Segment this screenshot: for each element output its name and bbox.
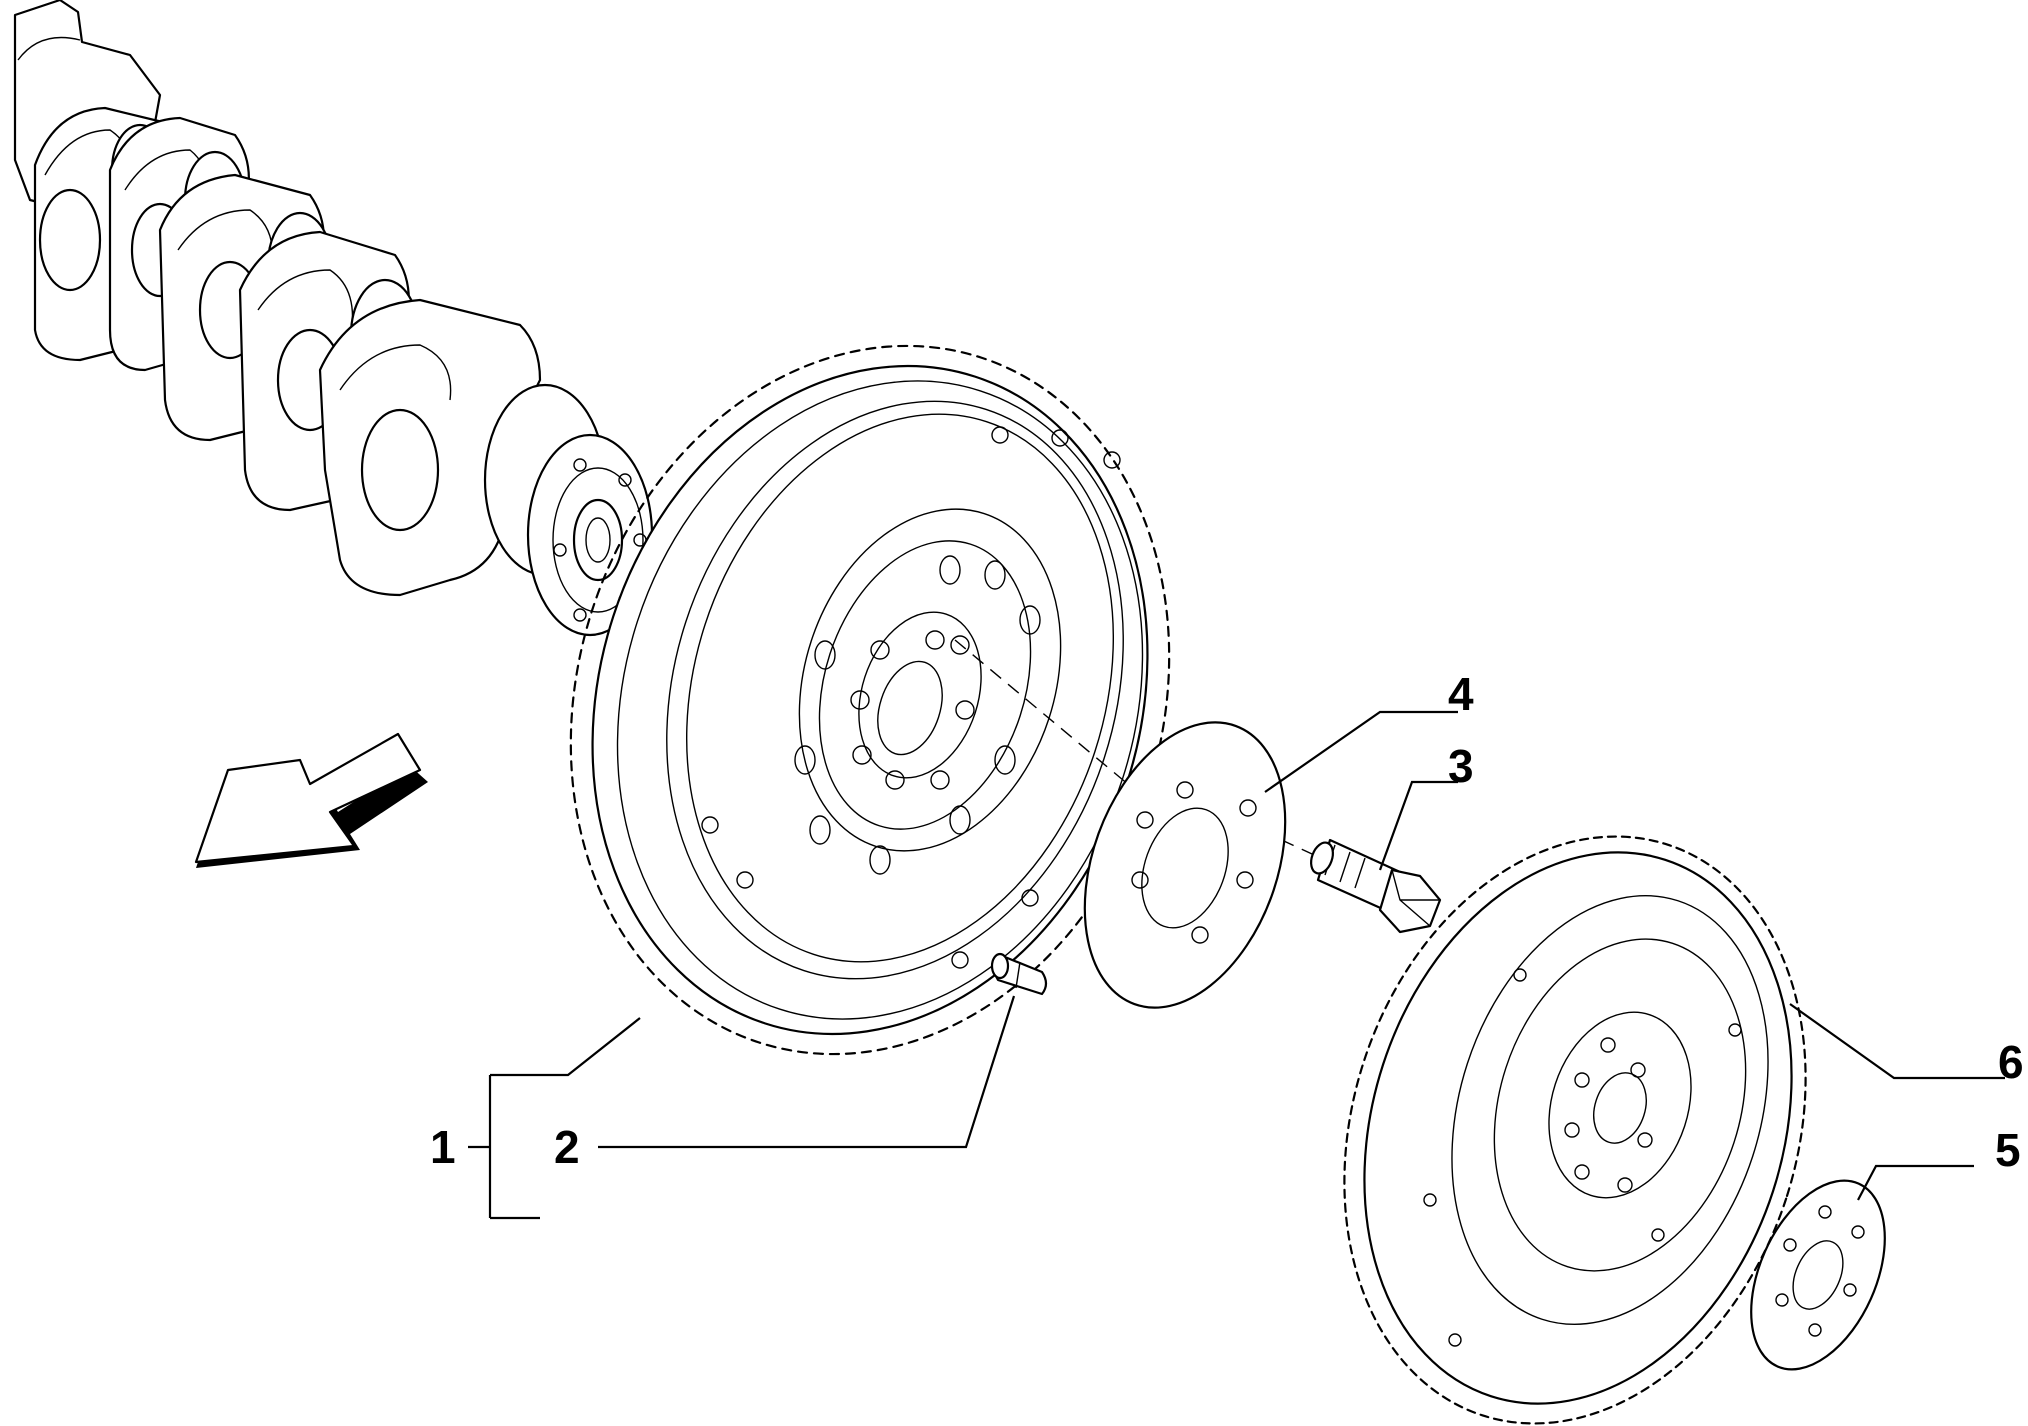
leader-lines [468, 710, 2005, 1220]
callout-6: 6 [1998, 1036, 2024, 1088]
dowel-pin [990, 952, 1048, 996]
dual-mass-flywheel [569, 344, 1171, 1056]
crankshaft [13, 0, 654, 637]
callout-4: 4 [1448, 668, 1474, 720]
single-mass-flywheel [1343, 835, 1807, 1425]
arrow-left-down-icon [194, 732, 428, 868]
callout-1: 1 [430, 1121, 456, 1173]
flywheel-bolt [1310, 838, 1442, 934]
callout-3: 3 [1448, 740, 1474, 792]
bolt-washer-plate [1083, 721, 1287, 1009]
callout-2: 2 [554, 1121, 580, 1173]
small-washer-plate [1750, 1179, 1886, 1371]
callout-5: 5 [1995, 1124, 2021, 1176]
